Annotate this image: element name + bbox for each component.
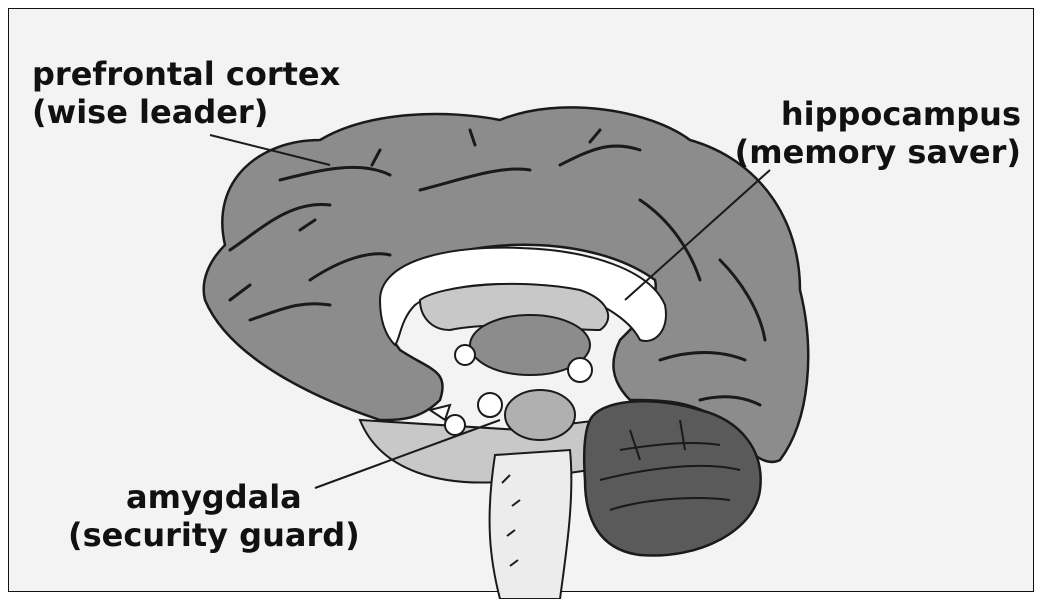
prefrontal-name: prefrontal cortex (32, 55, 340, 93)
prefrontal-role: (wise leader) (32, 93, 340, 131)
amygdala-name: amygdala (68, 478, 360, 516)
hippocampus-label: hippocampus (memory saver) (735, 95, 1021, 171)
hippocampus-role: (memory saver) (735, 133, 1021, 171)
hippocampus-name: hippocampus (735, 95, 1021, 133)
amygdala-shape (505, 390, 575, 440)
prefrontal-label: prefrontal cortex (wise leader) (32, 55, 340, 131)
amygdala-role: (security guard) (68, 516, 360, 554)
amygdala-label: amygdala (security guard) (68, 478, 360, 554)
brainstem (490, 450, 572, 599)
